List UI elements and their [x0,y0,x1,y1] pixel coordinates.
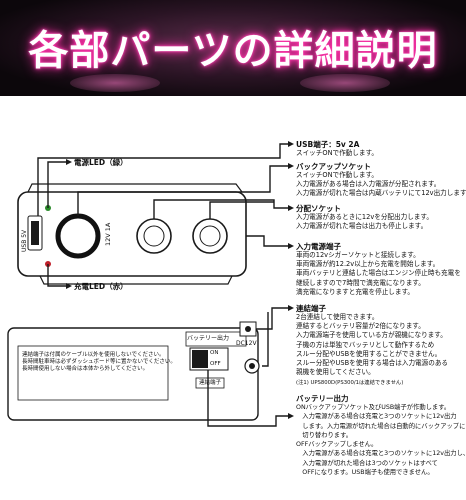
decorative-glow [300,74,390,92]
leader-split-2 [209,201,274,219]
dc-pin [245,326,251,332]
battery-output-label: バッテリー出力 [187,335,230,342]
backup-callout-desc: スイッチONで作動します。 入力電源がある場合は入力電源が分配されます。 入力電… [296,171,466,198]
backup-socket [55,213,101,259]
battery-output-label-box [185,331,247,347]
connect-port-pin [249,363,255,369]
input-callout-desc: 車両の12vシガーソケットと接続します。 車両電源が約12.2v以上から充電を開… [296,251,461,296]
split-callout-desc: 入力電源があるときに12vを分配出力します。 入力電源が切れた場合は出力も停止し… [296,213,433,231]
split-socket-2-inner [199,225,221,247]
leader-led-red [47,264,66,287]
charge-led-callout: 充電LED（赤） [74,282,128,291]
device-base [39,275,233,285]
title-banner: 各部パーツの詳細説明 [0,0,466,96]
leader-split-1 [153,199,288,219]
leader-backup [77,165,288,216]
socket-rating-label: 12V 1A [104,222,112,246]
link-callout-desc: 2台連結して使用できます。 連結するとバッテリ容量が2倍になります。 入力電源端… [296,313,449,377]
leader-link-port [262,312,269,367]
connect-terminal-label: 連結端子 [199,380,222,386]
warning-panel [17,345,169,401]
input-callout-title: 入力電源端子 [296,242,341,251]
link-callout-note: (注1) UPS800D(PS300/1は連結できません) [296,380,404,386]
split-socket-1 [136,218,172,254]
device-top-edge [27,183,243,193]
leader-usb [37,143,288,216]
leader-led-green [47,161,66,208]
link-callout-title: 連結端子 [296,304,326,313]
battery-callout-title: バッテリー出力 [296,394,349,403]
split-callout-title: 分配ソケット [296,204,341,213]
backup-callout-title: バックアップソケット [296,162,371,171]
device-illustration [7,141,294,427]
usb-port [31,221,39,245]
battery-callout-desc: ONバックアップソケット及びUSB端子が作動します。 入力電源がある場合は充電と… [296,404,466,477]
leader-input [246,235,288,247]
dc-input-label: DC12V [236,340,257,347]
leader-battery [207,370,288,427]
usb-port-label: USB 5V [21,229,28,252]
callout-lines [37,143,288,427]
switch-on-label: ON [210,350,219,356]
decorative-glow [70,74,160,92]
switch-toggle [192,350,208,368]
page-title: 各部パーツの詳細説明 [28,28,438,74]
usb-callout-title: USB端子：5v 2A [296,140,360,149]
switch-off-label: OFF [210,361,221,367]
power-led-callout: 電源LED（緑） [74,158,128,167]
connect-terminal-box [195,377,225,389]
usb-callout-desc: スイッチONで作動します。 [296,149,378,157]
device-diagram: USB 5V 12V 1A バッテリー出力 ON OFF 連結端子 DC12V … [0,96,466,500]
leader-link [256,307,288,330]
warning-panel-text: 連結端子は付属のケーブル以外を使用しないでください。 長時間駐車時は必ずダッシュ… [22,352,176,372]
split-socket-2 [192,218,228,254]
split-socket-1-inner [143,225,165,247]
